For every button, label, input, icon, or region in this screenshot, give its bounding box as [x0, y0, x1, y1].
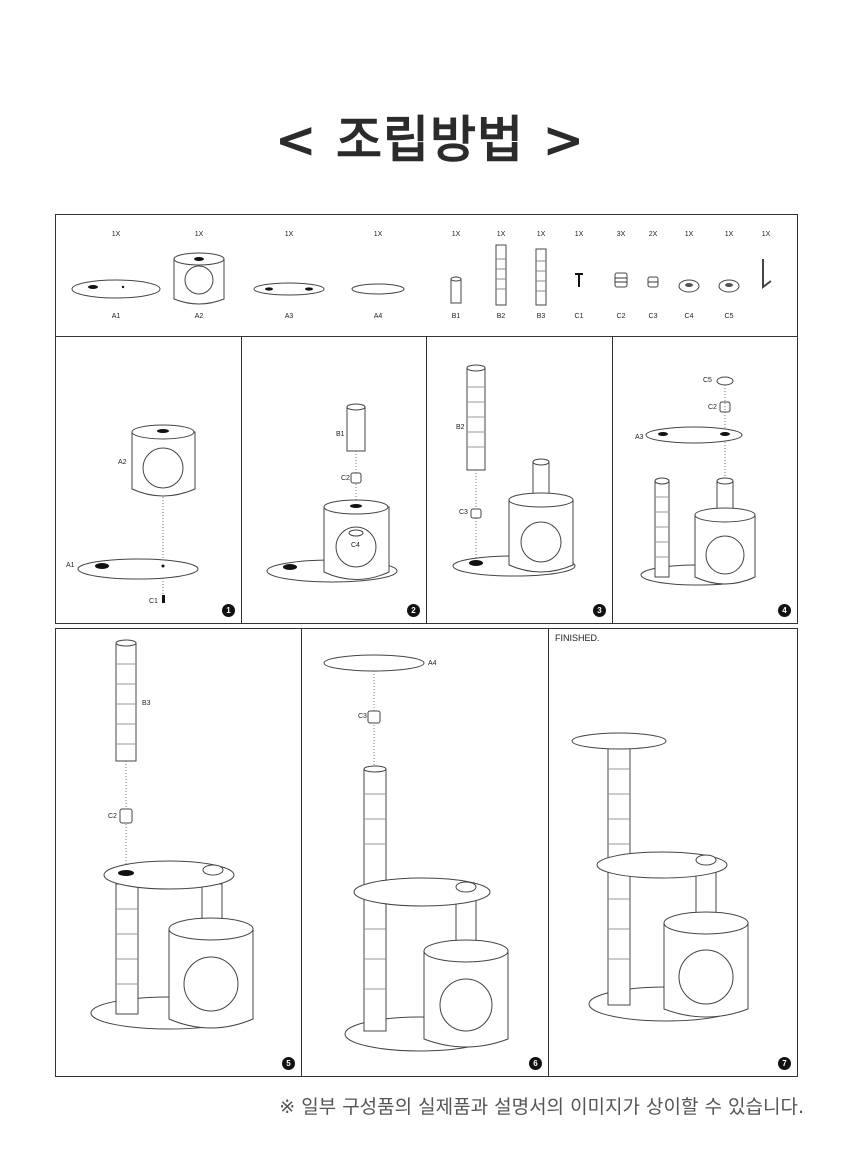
- step-number-badge: 6: [529, 1057, 542, 1070]
- part-b2: 1X B2: [486, 215, 516, 338]
- part-qty: 1X: [684, 231, 694, 238]
- middle-board-icon: [253, 282, 325, 296]
- sisal-post-icon: [495, 244, 507, 306]
- part-a4: 1X A4: [348, 215, 408, 338]
- sisal-post-icon: [535, 248, 547, 306]
- step-7-illustration: [571, 732, 749, 1022]
- part-name: A1: [111, 313, 121, 320]
- step-number-badge: 3: [593, 604, 606, 617]
- step-label: C2: [708, 404, 717, 411]
- step-label: A2: [118, 459, 127, 466]
- connector-icon: [614, 272, 628, 288]
- step-number-badge: 4: [778, 604, 791, 617]
- allen-key-icon: [762, 259, 772, 289]
- part-name: A3: [284, 313, 294, 320]
- part-a1: 1X A1: [71, 215, 161, 338]
- small-connector-icon: [647, 276, 659, 288]
- finished-label: FINISHED.: [555, 633, 600, 643]
- step-number-badge: 7: [778, 1057, 791, 1070]
- step-6-illustration: [323, 654, 509, 1052]
- part-c4: 1X C4: [671, 215, 707, 338]
- part-name: B3: [536, 313, 546, 320]
- step-7-panel: FINISHED. 7: [548, 628, 798, 1077]
- nut-icon: [678, 279, 700, 293]
- part-a3: 1X A3: [253, 215, 325, 338]
- step-label: A4: [428, 660, 437, 667]
- step-4-illustration: [640, 376, 756, 586]
- part-qty: 2X: [648, 231, 658, 238]
- short-post-icon: [450, 276, 462, 304]
- part-name: A4: [373, 313, 383, 320]
- part-qty: 1X: [194, 231, 204, 238]
- part-a2: 1X A2: [168, 215, 230, 338]
- part-name: B1: [451, 313, 461, 320]
- step-1-panel: A2 A1 C1 1: [55, 336, 242, 624]
- base-board-icon: [71, 279, 161, 299]
- part-name: C1: [574, 313, 584, 320]
- part-c3: 2X C3: [638, 215, 668, 338]
- part-qty: 1X: [536, 231, 546, 238]
- part-qty: 1X: [761, 231, 771, 238]
- step-1-illustration: [77, 424, 199, 603]
- part-c2: 3X C2: [606, 215, 636, 338]
- part-name: B2: [496, 313, 506, 320]
- part-b1: 1X B1: [441, 215, 471, 338]
- step-number-badge: 1: [222, 604, 235, 617]
- part-qty: 3X: [616, 231, 626, 238]
- step-label: C2: [341, 475, 350, 482]
- part-qty: 1X: [724, 231, 734, 238]
- part-name: A2: [194, 313, 204, 320]
- step-label: A3: [635, 434, 644, 441]
- step-number-badge: 2: [407, 604, 420, 617]
- step-label: B1: [336, 431, 345, 438]
- part-c1: 1X C1: [564, 215, 594, 338]
- part-name: C2: [616, 313, 626, 320]
- part-name: C4: [684, 313, 694, 320]
- nut-icon: [718, 279, 740, 293]
- part-qty: 1X: [574, 231, 584, 238]
- disclaimer-note: ※ 일부 구성품의 실제품과 설명서의 이미지가 상이할 수 있습니다.: [279, 1096, 804, 1118]
- step-label: B2: [456, 424, 465, 431]
- part-b3: 1X B3: [526, 215, 556, 338]
- step-label: C5: [703, 377, 712, 384]
- screw-icon: [575, 273, 583, 287]
- step-label: A1: [66, 562, 75, 569]
- step-label: C1: [149, 598, 158, 605]
- part-qty: 1X: [111, 231, 121, 238]
- cat-house-icon: [173, 252, 225, 305]
- step-3-illustration: [452, 364, 576, 577]
- parts-panel: 1X A1 1X A2 1X A3 1X A4 1X B1 1X B2 1X B…: [55, 214, 798, 337]
- step-5-panel: B3 C2 5: [55, 628, 302, 1077]
- step-5-illustration: [90, 639, 254, 1030]
- step-6-panel: A4 C3 6: [301, 628, 549, 1077]
- step-label: B3: [142, 700, 151, 707]
- step-label: C2: [108, 813, 117, 820]
- part-allen-key: 1X: [751, 215, 781, 338]
- top-disc-icon: [351, 283, 405, 295]
- part-name: C3: [648, 313, 658, 320]
- step-label: C3: [459, 509, 468, 516]
- page-title: < 조립방법 >: [274, 111, 586, 169]
- part-c5: 1X C5: [711, 215, 747, 338]
- step-2-illustration: [266, 403, 398, 583]
- part-qty: 1X: [451, 231, 461, 238]
- step-2-panel: B1 C2 C4 2: [241, 336, 427, 624]
- part-qty: 1X: [496, 231, 506, 238]
- step-3-panel: B2 C3 3: [426, 336, 613, 624]
- step-label: C3: [358, 713, 367, 720]
- step-4-panel: C5 C2 A3 4: [612, 336, 798, 624]
- step-number-badge: 5: [282, 1057, 295, 1070]
- part-qty: 1X: [284, 231, 294, 238]
- step-label: C4: [351, 542, 360, 549]
- part-name: C5: [724, 313, 734, 320]
- part-qty: 1X: [373, 231, 383, 238]
